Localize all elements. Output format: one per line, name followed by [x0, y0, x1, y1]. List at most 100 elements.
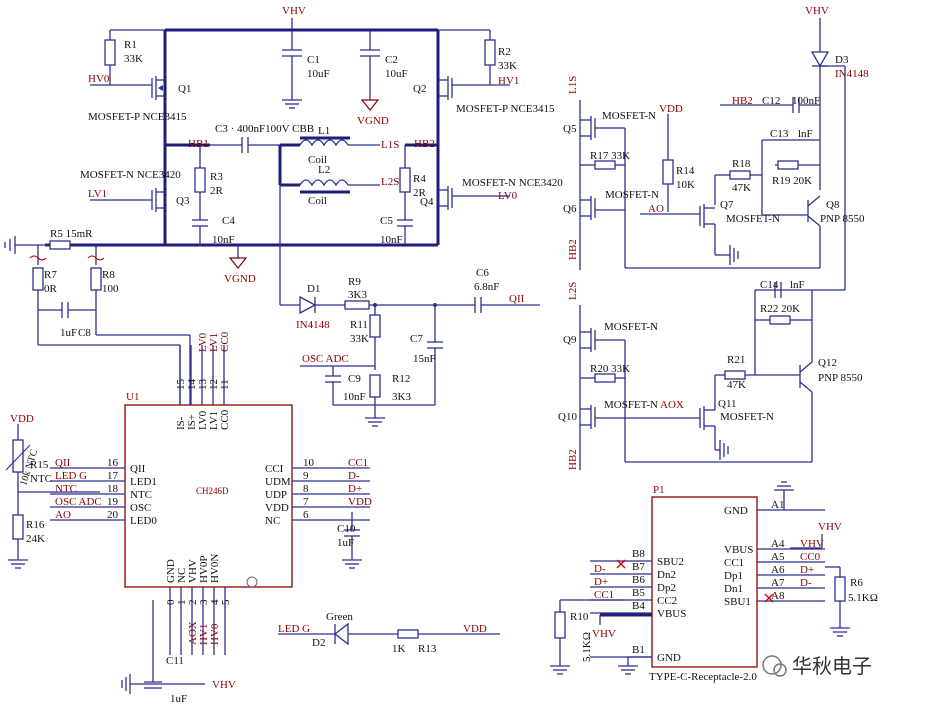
vdd-label-r14: VDD	[659, 103, 683, 115]
p1-pin-name: SBU1	[724, 596, 751, 608]
q1-label: Q1	[178, 83, 191, 95]
ground-icon-r6	[830, 627, 850, 637]
r22-label: R22 20K	[760, 303, 800, 315]
q6-part: MOSFET-N	[605, 189, 659, 201]
c8-value: 1uF	[60, 327, 77, 339]
u1-pin-name: UDP	[265, 489, 287, 501]
r21-name: R21	[727, 354, 745, 366]
p1-pin-name: GND	[724, 505, 748, 517]
ground-icon	[282, 99, 302, 109]
qi-demodulator: D1 IN4148 R9 3K3 C6 6.8nF QII R11 33K C7…	[279, 185, 540, 427]
c7-value: 15nF	[413, 353, 436, 365]
led-g-label: LED G	[278, 623, 310, 635]
usb-type-c: P1 TYPE-C-Receptacle-2.0 B8SBU2B7Dn2D-B6…	[550, 481, 878, 683]
p1-pin-number: A8	[771, 590, 785, 602]
q3-part: MOSFET-N NCE3420	[80, 169, 181, 181]
c14-value: lnF	[790, 279, 805, 291]
ground-icon-c10	[342, 559, 362, 569]
c5-value: 10nF	[380, 234, 403, 246]
ground-icon-q11	[719, 440, 729, 460]
ntc-network: VDD 10k NTC R15 NTC R16 24K	[5, 413, 100, 569]
r11-name: R11	[350, 319, 368, 331]
r4-name: R4	[413, 173, 426, 185]
vhv-label-b4: VHV	[592, 628, 616, 640]
u1-pin-net: D+	[348, 483, 362, 495]
r15-name: R15	[30, 459, 49, 471]
r8-value: 100	[102, 283, 119, 295]
d3-diode-icon	[810, 51, 830, 68]
u1-pin-net: LV0	[197, 332, 209, 352]
q1-part: MOSFET-P NCE3415	[88, 111, 187, 123]
p1-pin-net: D-	[594, 563, 606, 575]
q3-mosfet-icon	[151, 188, 165, 212]
u1-pin-number: 5	[220, 599, 232, 605]
r12-value: 3K3	[392, 391, 411, 403]
q11-mosfet-icon	[699, 406, 715, 430]
r10-name: R10	[570, 611, 589, 623]
u1-pin-net: HV1	[198, 624, 210, 645]
r9-name: R9	[348, 276, 361, 288]
d3-name: D3	[835, 54, 849, 66]
q6-label: Q6	[563, 203, 577, 215]
c9-name: C9	[348, 373, 361, 385]
p1-ref: P1	[653, 484, 665, 496]
q7-part: MOSFET-N	[726, 213, 780, 225]
hb2-label-c12: HB2	[732, 95, 753, 107]
p1-pin-name: CC2	[657, 595, 677, 607]
q3-label: Q3	[176, 195, 190, 207]
u1-pin-number: 17	[107, 470, 119, 482]
c10-value: 1uF	[337, 537, 354, 549]
q10-part: MOSFET-N	[604, 399, 658, 411]
c13-name: C13	[770, 128, 789, 140]
c12-value: 100nF	[792, 95, 820, 107]
hb2-label-rail: HB2	[567, 239, 579, 260]
q10-mosfet-icon	[580, 405, 596, 429]
d2-label: D2	[312, 637, 325, 649]
u1-controller: U1 CH246D 15IS-14IS+13LV0LV012LV1LV111CC…	[50, 331, 372, 655]
c6-name: C6	[476, 267, 489, 279]
u1-pin-name: OSC	[130, 502, 151, 514]
c5-name: C5	[380, 215, 393, 227]
c4-name: C4	[222, 215, 235, 227]
q9-part: MOSFET-N	[604, 321, 658, 333]
u1-part: CH246D	[196, 486, 229, 496]
q4-label: Q4	[420, 196, 434, 208]
u1-pin-number: 19	[107, 496, 119, 508]
c14-name: C14	[760, 279, 779, 291]
ntc-text: NTC	[30, 473, 52, 485]
vgnd-label-bottom: VGND	[224, 273, 256, 285]
q4-part: MOSFET-N NCE3420	[462, 177, 563, 189]
d1-diode-icon	[299, 295, 317, 315]
p1-pin-number: B5	[632, 587, 645, 599]
c2-name: C2	[385, 54, 398, 66]
qii-label: QII	[509, 293, 525, 305]
c4-value: 10nF	[212, 234, 235, 246]
u1-pin-name: LV1	[208, 411, 220, 430]
r3-value: 2R	[210, 185, 224, 197]
l1-label: L1	[318, 125, 330, 137]
r7-name: R7	[44, 269, 57, 281]
q12-label: Q12	[818, 357, 837, 369]
u1-pin-net: CC1	[348, 457, 368, 469]
lv1-label: LV1	[88, 188, 107, 200]
vhv-label-usb: VHV	[818, 521, 842, 533]
l2-label: L2	[318, 164, 330, 176]
wechat-icon	[762, 655, 782, 675]
aox-label: AOX	[660, 399, 684, 411]
q11-label: Q11	[718, 398, 737, 410]
u1-pin-name: VHV	[187, 559, 199, 583]
c1-name: C1	[307, 54, 320, 66]
u1-body	[124, 404, 293, 588]
u1-pin-number: 15	[175, 379, 187, 391]
u1-pin-name: HV0P	[198, 555, 210, 583]
q12-part: PNP 8550	[818, 372, 863, 384]
r1-value: 33K	[124, 53, 143, 65]
r18-value: 47K	[732, 182, 751, 194]
q2-part: MOSFET-P NCE3415	[456, 103, 555, 115]
p1-pin-net: CC0	[800, 551, 821, 563]
vhv-label-c11: VHV	[212, 679, 236, 691]
u1-pin-number: 0	[165, 599, 177, 605]
u1-pin-net: QII	[55, 457, 71, 469]
p1-pin-number: A1	[771, 499, 784, 511]
r10-value: 5.1KΩ	[581, 632, 593, 662]
